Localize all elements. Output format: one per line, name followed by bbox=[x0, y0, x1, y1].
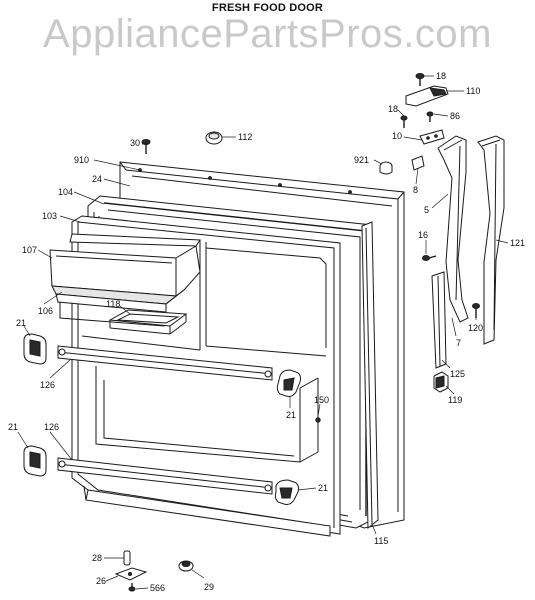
leader-lines bbox=[17, 75, 509, 590]
shelf-bracket-right-lower bbox=[274, 479, 299, 505]
callout-106: 106 bbox=[38, 306, 53, 316]
callout-10: 10 bbox=[392, 131, 402, 141]
screw-566 bbox=[128, 583, 136, 592]
shelf-bar-upper bbox=[57, 345, 273, 381]
door-handle[interactable] bbox=[477, 135, 505, 345]
callout-30: 30 bbox=[130, 138, 140, 148]
callout-115: 115 bbox=[374, 536, 388, 546]
callout-126: 126 bbox=[44, 422, 59, 432]
callout-21: 21 bbox=[286, 410, 296, 420]
screw-16 bbox=[422, 255, 437, 261]
callout-112: 112 bbox=[238, 132, 252, 142]
callout-5: 5 bbox=[424, 205, 429, 215]
callout-910: 910 bbox=[74, 155, 89, 165]
bracket-26 bbox=[114, 567, 148, 581]
callout-7: 7 bbox=[456, 338, 461, 348]
callout-150: 150 bbox=[314, 395, 329, 405]
callout-18: 18 bbox=[436, 71, 446, 81]
callout-118: 118 bbox=[106, 299, 120, 309]
pin-28 bbox=[123, 550, 131, 566]
diagram-title: FRESH FOOD DOOR bbox=[211, 2, 324, 14]
callout-119: 119 bbox=[448, 395, 462, 405]
callout-103: 103 bbox=[42, 211, 57, 221]
callout-921: 921 bbox=[354, 155, 369, 165]
callout-labels: 18 110 18 86 10 30 112 910 921 24 104 10… bbox=[8, 71, 525, 593]
callout-125: 125 bbox=[450, 369, 465, 379]
callout-21: 21 bbox=[16, 318, 26, 328]
callout-26: 26 bbox=[96, 576, 106, 586]
watermark-text: AppliancePartsPros.com bbox=[43, 12, 492, 56]
hinge-arm bbox=[437, 135, 469, 323]
cap-29 bbox=[178, 560, 194, 572]
callout-86: 86 bbox=[450, 111, 460, 121]
callout-8: 8 bbox=[413, 185, 418, 195]
hinge-bar bbox=[431, 271, 447, 369]
callout-120: 120 bbox=[468, 323, 483, 333]
callout-16: 16 bbox=[418, 230, 428, 240]
callout-566: 566 bbox=[150, 583, 165, 593]
door-edge-trim bbox=[361, 221, 379, 530]
callout-126: 126 bbox=[40, 380, 55, 390]
shelf-bracket-left-lower bbox=[23, 445, 47, 477]
door-stop bbox=[433, 371, 449, 393]
cap-112 bbox=[205, 131, 223, 145]
callout-18: 18 bbox=[388, 104, 398, 114]
plug-921 bbox=[379, 161, 393, 175]
callout-28: 28 bbox=[92, 553, 102, 563]
screw-150 bbox=[315, 417, 321, 423]
callout-29: 29 bbox=[204, 582, 214, 592]
callout-110: 110 bbox=[466, 86, 480, 96]
dairy-compartment-door[interactable] bbox=[49, 233, 201, 305]
callout-121: 121 bbox=[510, 238, 525, 248]
shelf-bracket-right-upper bbox=[276, 369, 301, 397]
callout-104: 104 bbox=[58, 187, 73, 197]
shelf-bracket-left-upper bbox=[23, 333, 47, 365]
screw-30 bbox=[141, 139, 151, 154]
callout-24: 24 bbox=[92, 174, 102, 184]
callout-107: 107 bbox=[22, 245, 37, 255]
shelf-bar-lower bbox=[57, 457, 273, 495]
callout-21: 21 bbox=[318, 483, 328, 493]
hinge-assembly bbox=[400, 73, 449, 171]
callout-21: 21 bbox=[8, 422, 18, 432]
egg-tray bbox=[108, 309, 188, 335]
